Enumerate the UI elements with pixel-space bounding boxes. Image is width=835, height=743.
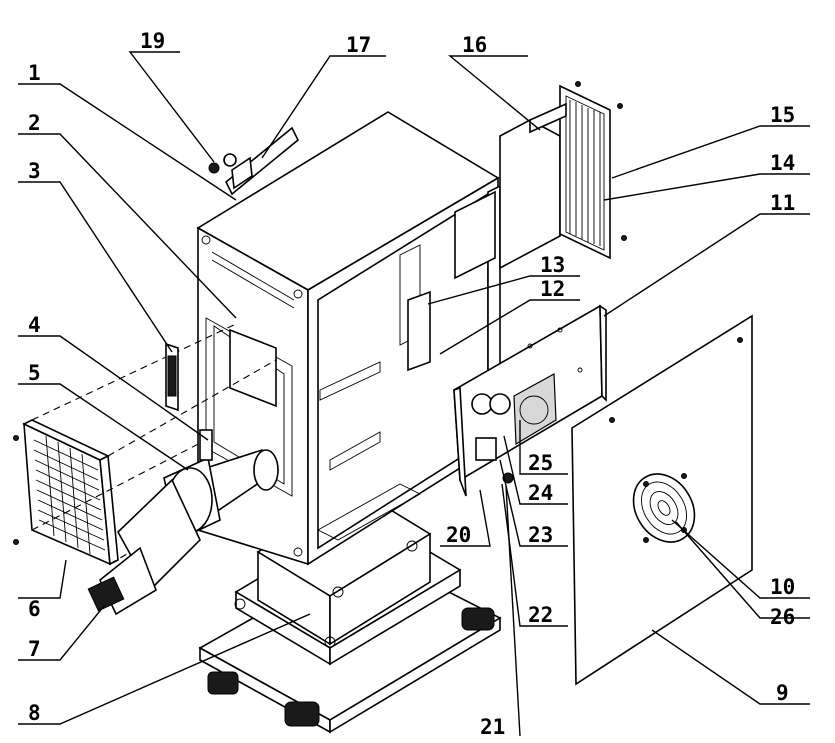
- leader-lines: [18, 51, 810, 737]
- callout-16: 16: [462, 33, 487, 57]
- callout-23: 23: [528, 523, 553, 547]
- callout-13: 13: [540, 253, 565, 277]
- callout-24: 24: [528, 481, 553, 505]
- callout-9: 9: [776, 681, 789, 705]
- callout-21: 21: [480, 715, 505, 739]
- callout-17: 17: [346, 33, 371, 57]
- cabinet-frame-icon: [196, 111, 561, 566]
- callout-15: 15: [770, 103, 795, 127]
- callout-1: 1: [28, 61, 41, 85]
- callout-14: 14: [770, 151, 795, 175]
- air-duct-assembly: [87, 429, 280, 616]
- callout-19: 19: [140, 29, 165, 53]
- callout-12: 12: [540, 277, 565, 301]
- callout-25: 25: [528, 451, 553, 475]
- callout-10: 10: [770, 575, 795, 599]
- callout-2: 2: [28, 111, 41, 135]
- callout-22: 22: [528, 603, 553, 627]
- control-board: [453, 304, 607, 497]
- filter-grille-icon: [22, 323, 277, 566]
- callout-20: 20: [446, 523, 471, 547]
- callout-26: 26: [770, 605, 795, 629]
- callout-4: 4: [28, 313, 41, 337]
- callout-3: 3: [28, 159, 41, 183]
- screw-set: [13, 81, 743, 545]
- callout-6: 6: [28, 597, 41, 621]
- callout-11: 11: [770, 191, 795, 215]
- callout-8: 8: [28, 701, 41, 725]
- callout-5: 5: [28, 361, 41, 385]
- right-filter-grille: [529, 84, 611, 260]
- callout-7: 7: [28, 637, 41, 661]
- caster-wheel: [207, 607, 495, 727]
- callout-labels: 1 2 3 4 5 6 7 8 9 10 11 12 13 14 15 16 1…: [28, 29, 795, 739]
- connector-plate: [165, 342, 179, 412]
